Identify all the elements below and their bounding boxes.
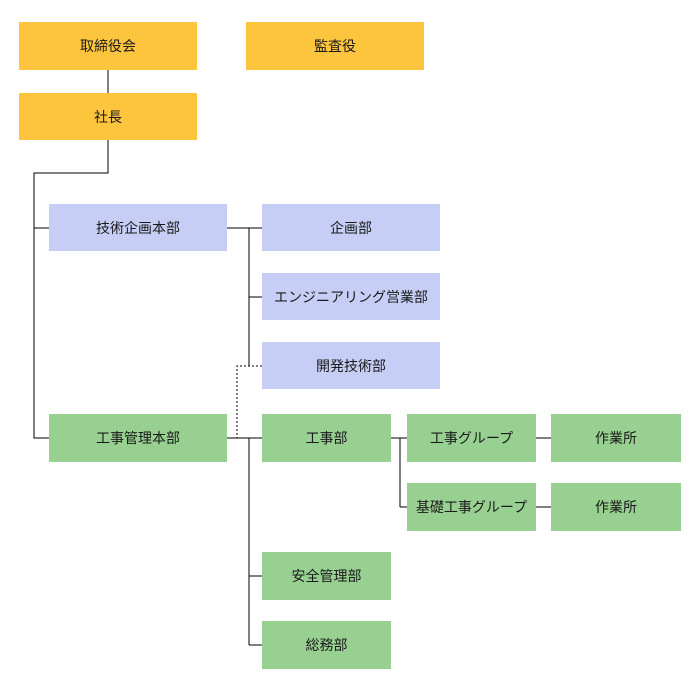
node-worksite-1: 作業所	[551, 414, 681, 462]
node-dev-tech-dept: 開発技術部	[262, 342, 440, 389]
node-worksite-2: 作業所	[551, 483, 681, 531]
node-construction-mgmt-hq: 工事管理本部	[49, 414, 227, 462]
node-general-affairs-dept: 総務部	[262, 621, 391, 669]
line-dotted-dev-tech	[236, 365, 262, 438]
node-construction-group: 工事グループ	[407, 414, 536, 462]
node-president: 社長	[19, 93, 197, 140]
node-safety-mgmt-dept: 安全管理部	[262, 552, 391, 600]
line-president-trunk	[33, 140, 109, 439]
node-foundation-group: 基礎工事グループ	[407, 483, 536, 531]
node-board: 取締役会	[19, 22, 197, 70]
node-tech-planning-hq: 技術企画本部	[49, 204, 227, 251]
node-engineering-sales-dept: エンジニアリング営業部	[262, 273, 440, 320]
node-construction-dept: 工事部	[262, 414, 391, 462]
node-planning-dept: 企画部	[262, 204, 440, 251]
node-auditor: 監査役	[246, 22, 424, 70]
